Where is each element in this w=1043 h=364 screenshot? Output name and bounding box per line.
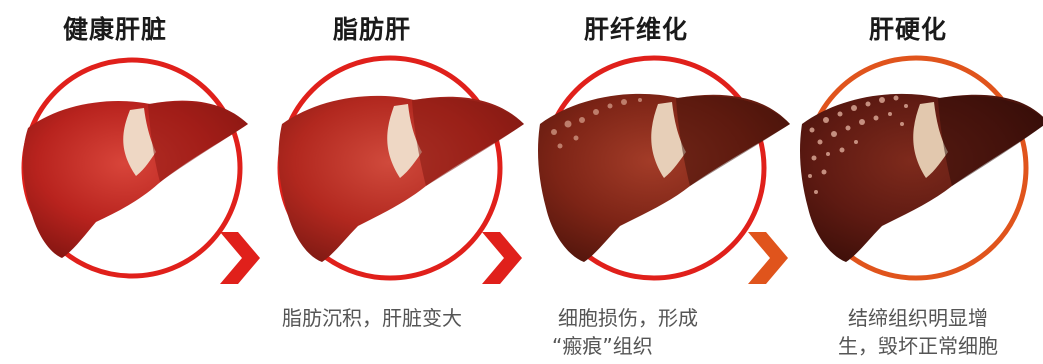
stage-title-fatty-liver: 脂肪肝 bbox=[262, 10, 482, 46]
caption-line: 生，毁坏正常细胞 bbox=[808, 332, 1028, 360]
caption-line: “瘢痕”组织 bbox=[518, 332, 738, 360]
caption-line: 脂肪沉积，肝脏变大 bbox=[262, 304, 482, 332]
liver-cirrhosis bbox=[800, 58, 1043, 278]
stage-title-cirrhosis: 肝硬化 bbox=[798, 10, 1018, 46]
arrow-chevron-3 bbox=[748, 232, 788, 284]
caption-line: 细胞损伤，形成 bbox=[518, 304, 738, 332]
caption-fatty-liver: 脂肪沉积，肝脏变大 bbox=[262, 304, 482, 332]
caption-fibrosis: 细胞损伤，形成 “瘢痕”组织 bbox=[518, 304, 738, 360]
arrow-chevron-1 bbox=[220, 232, 260, 284]
stage-title-fibrosis: 肝纤维化 bbox=[526, 10, 746, 46]
caption-cirrhosis: 结缔组织明显增 生，毁坏正常细胞 bbox=[808, 304, 1028, 360]
liver-healthy bbox=[23, 60, 248, 276]
caption-line: 结缔组织明显增 bbox=[808, 304, 1028, 332]
arrow-chevron-2 bbox=[482, 232, 522, 284]
